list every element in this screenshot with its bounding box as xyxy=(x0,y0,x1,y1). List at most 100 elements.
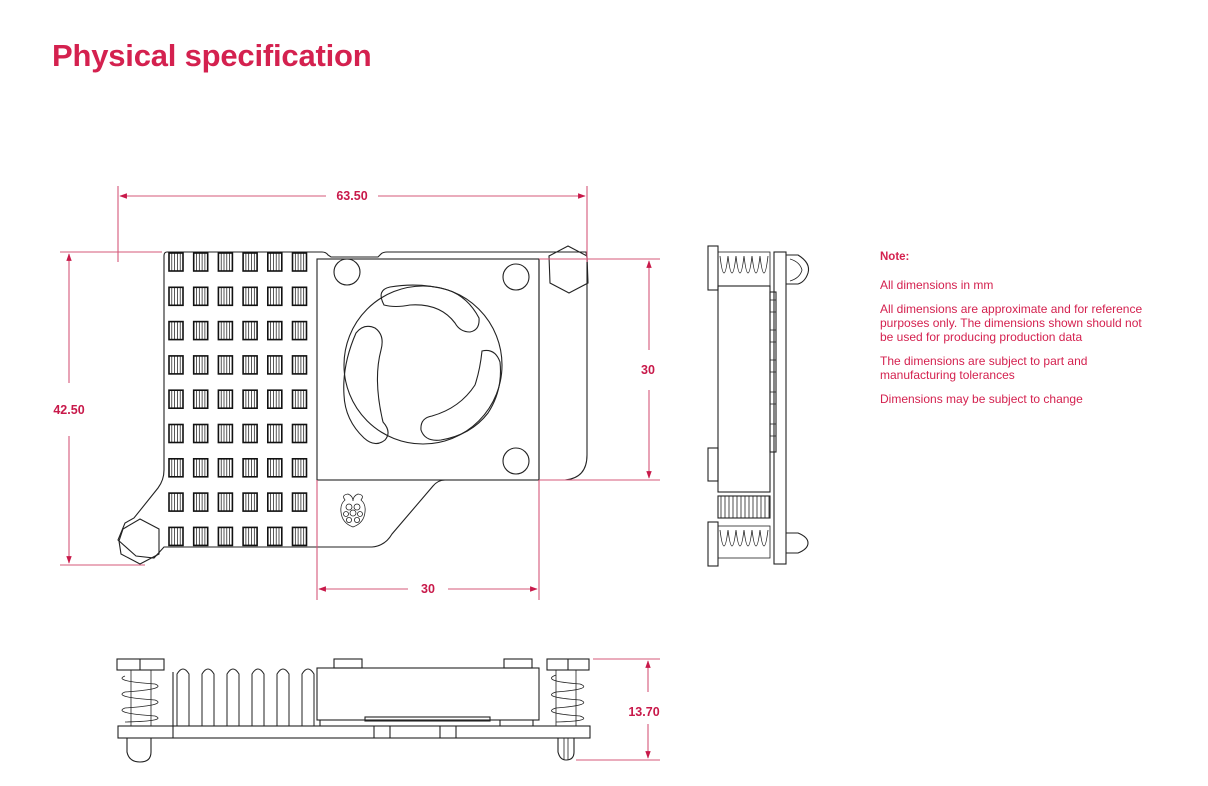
front-view xyxy=(116,658,591,763)
fin-slot xyxy=(168,320,184,341)
fin-slot xyxy=(266,320,283,341)
fin-slot xyxy=(192,457,209,478)
dimension-overall-width: 63.50 xyxy=(117,186,588,262)
fin-slot xyxy=(291,457,308,478)
fin-slot xyxy=(242,355,258,375)
fin-slot xyxy=(217,320,234,341)
spring xyxy=(121,675,159,723)
fan-plate xyxy=(316,258,540,481)
note-item: All dimensions are approximate and for r… xyxy=(880,302,1143,344)
fin-slot xyxy=(217,355,234,375)
fin xyxy=(276,668,290,726)
fin xyxy=(226,668,240,726)
fin-slot xyxy=(242,457,258,478)
fin-slot xyxy=(291,286,308,307)
fin-slot xyxy=(168,286,184,307)
notes-heading: Note: xyxy=(880,251,910,263)
fin-slot xyxy=(192,252,209,272)
page-title: Physical specification xyxy=(52,38,372,73)
fin-slot xyxy=(168,355,184,375)
side-view xyxy=(707,245,810,567)
heatsink-fins xyxy=(176,668,315,726)
pcb-tick xyxy=(769,423,777,437)
dimension-label: 30 xyxy=(641,363,655,377)
dimension-label: 13.70 xyxy=(628,705,659,719)
fin-slot xyxy=(192,355,209,375)
fin-slot xyxy=(291,423,308,444)
dimension-label: 63.50 xyxy=(336,189,367,203)
fin-slot xyxy=(242,423,258,444)
spring xyxy=(717,251,771,287)
dimension-fan-height: 30 xyxy=(539,258,660,481)
fin-slot xyxy=(291,389,308,410)
fin-slot xyxy=(291,320,308,341)
pcb-tick xyxy=(769,391,777,405)
fin-slot xyxy=(168,423,184,444)
fin-slot xyxy=(168,526,184,547)
fin xyxy=(301,668,315,726)
top-view xyxy=(117,245,589,565)
fin-slot xyxy=(242,389,258,410)
fin-slot xyxy=(192,286,209,307)
mount-hole xyxy=(333,258,361,286)
push-pin xyxy=(786,532,809,554)
fin-slot xyxy=(266,423,283,444)
pcb-tick xyxy=(769,299,777,313)
fin-slot xyxy=(192,492,209,512)
fin-slot xyxy=(217,526,234,547)
fan-body xyxy=(316,667,540,721)
note-item: Dimensions may be subject to change xyxy=(880,392,1083,406)
push-pin xyxy=(126,738,152,763)
spring xyxy=(551,674,585,723)
fin-slot xyxy=(242,252,258,272)
note-item: All dimensions in mm xyxy=(880,278,994,292)
fin-slot xyxy=(217,423,234,444)
heatsink-fin-grid xyxy=(168,252,308,547)
hex-nut xyxy=(118,518,160,565)
fin-slot xyxy=(266,252,283,272)
fin-slot xyxy=(168,252,184,272)
fin-slot xyxy=(217,389,234,410)
fin-slot xyxy=(242,286,258,307)
fin-slot xyxy=(168,457,184,478)
hex-nut xyxy=(548,245,589,294)
pcb-tick xyxy=(769,359,777,373)
dimension-fan-width: 30 xyxy=(316,480,540,600)
fin-slot xyxy=(192,389,209,410)
notes-panel: Note: All dimensions in mm All dimension… xyxy=(880,250,1150,416)
mount-hole xyxy=(502,447,530,475)
fin-slot xyxy=(217,252,234,272)
fin-slot xyxy=(242,320,258,341)
fin-slot xyxy=(168,492,184,512)
fin-slot xyxy=(266,286,283,307)
fin xyxy=(176,668,190,726)
push-pin xyxy=(786,254,810,285)
fin-slot xyxy=(291,355,308,375)
fin xyxy=(201,668,215,726)
dimension-label: 30 xyxy=(421,582,435,596)
push-pin xyxy=(557,738,575,761)
pcb-tick xyxy=(769,329,777,343)
dimension-label: 42.50 xyxy=(53,403,84,417)
fin-slot xyxy=(291,252,308,272)
heatsink-outline xyxy=(117,251,588,559)
dimension-overall-height: 42.50 xyxy=(53,251,162,566)
fin-slot xyxy=(242,492,258,512)
fin-slot xyxy=(168,389,184,410)
fin-slot xyxy=(266,457,283,478)
fin-slot xyxy=(266,526,283,547)
fin-slot xyxy=(192,423,209,444)
spring xyxy=(719,529,769,547)
fin-slot xyxy=(291,492,308,512)
fin-slot xyxy=(291,526,308,547)
fin xyxy=(251,668,265,726)
fin-slot xyxy=(217,457,234,478)
fin-slot xyxy=(192,526,209,547)
fin-slot xyxy=(217,286,234,307)
fin-slot xyxy=(266,492,283,512)
note-item: The dimensions are subject to part and m… xyxy=(880,354,1088,382)
fan xyxy=(343,284,503,445)
fin-slot xyxy=(217,492,234,512)
fin-slot xyxy=(192,320,209,341)
